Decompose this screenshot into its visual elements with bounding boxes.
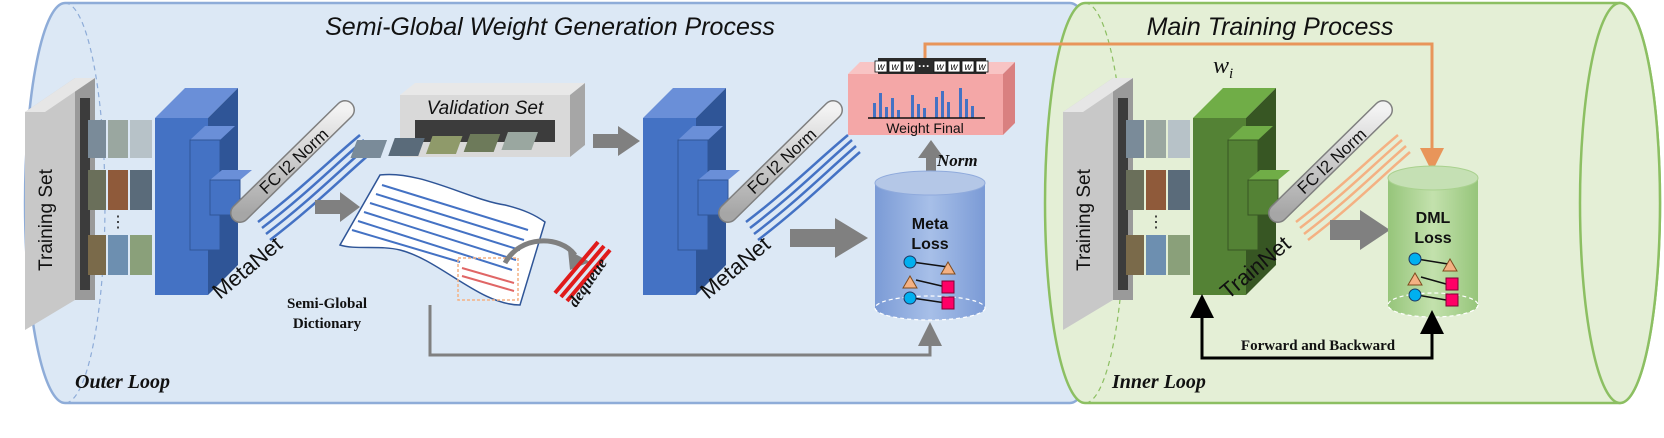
dml-loss-label-line2: Loss [1414,230,1451,247]
training-set-label: Training Set [36,168,57,270]
inner-title: Main Training Process [1147,13,1394,41]
training-set-ellipsis: ⋮ [110,214,126,231]
meta-loss-cylinder [874,170,986,321]
metanet-block-2 [643,88,740,295]
validation-image-thumbnails [350,132,538,158]
meta-loss-label-line2: Loss [911,236,948,253]
arrow-to-meta-loss [790,218,868,258]
weight-cell-box [874,60,888,73]
fc-norm-tube-inner [1268,100,1411,241]
validation-set-label: Validation Set [427,98,544,119]
weight-cell-box [947,60,961,73]
weight-cell-label: w [936,62,944,73]
metanet-block-1 [155,88,252,295]
weight-cell-label: w [950,62,958,73]
weight-cell-label: w [891,62,899,73]
weight-cell-box [961,60,975,73]
weight-cell-label: w [978,62,986,73]
training-set-ellipsis-inner: ⋮ [1148,214,1164,231]
dml-loss-label-line1: DML [1416,210,1451,227]
dequeued-features [553,240,612,303]
outer-title: Semi-Global Weight Generation Process [325,13,775,41]
weight-cell-label: w [964,62,972,73]
training-set-label-inner: Training Set [1074,168,1095,270]
meta-loss-pairs [902,255,956,310]
outer-loop-label: Outer Loop [75,371,170,393]
dml-loss-cylinder [1387,165,1479,318]
arrow-to-dictionary [315,192,360,222]
trainnet-block [1193,88,1290,295]
weight-cell-label: w [877,62,885,73]
norm-arrow [918,140,944,190]
arrow-to-dml-loss [1330,210,1390,250]
arrow-validation-to-metanet [593,126,640,156]
dml-loss-pairs [1407,252,1459,307]
dictionary-label-line2: Dictionary [293,316,362,332]
inner-loop-label: Inner Loop [1111,371,1206,393]
fc-norm-tube-2 [718,100,861,241]
weight-final-label: Weight Final [886,120,964,136]
weight-dots: ··· [918,59,930,73]
norm-label: Norm [936,151,978,170]
dictionary-label-line1: Semi-Global [287,296,367,312]
weight-to-dml-arrow [923,42,1444,172]
feature-stripes-2 [745,134,861,241]
training-image-thumbnails-inner [1126,120,1190,275]
weight-cell-box [902,60,916,73]
training-set-panel-inner: ⋮ [1063,78,1190,330]
validation-set-box [350,83,585,158]
training-set-panel: ⋮ [25,78,152,330]
weight-cell-box [933,60,947,73]
weight-cell-box [975,60,989,73]
dictionary-to-meta-loss-arrow [428,305,942,357]
weight-symbol: wi [1213,53,1233,82]
training-image-thumbnails [88,120,152,275]
forward-backward-label: Forward and Backward [1241,338,1396,354]
semi-global-dictionary [338,173,590,306]
weight-cell-label: w [905,62,913,73]
feature-stripes-inner [1295,134,1411,241]
weight-cell-box [888,60,902,73]
meta-loss-label-line1: Meta [912,216,949,233]
weight-bars [873,88,974,118]
